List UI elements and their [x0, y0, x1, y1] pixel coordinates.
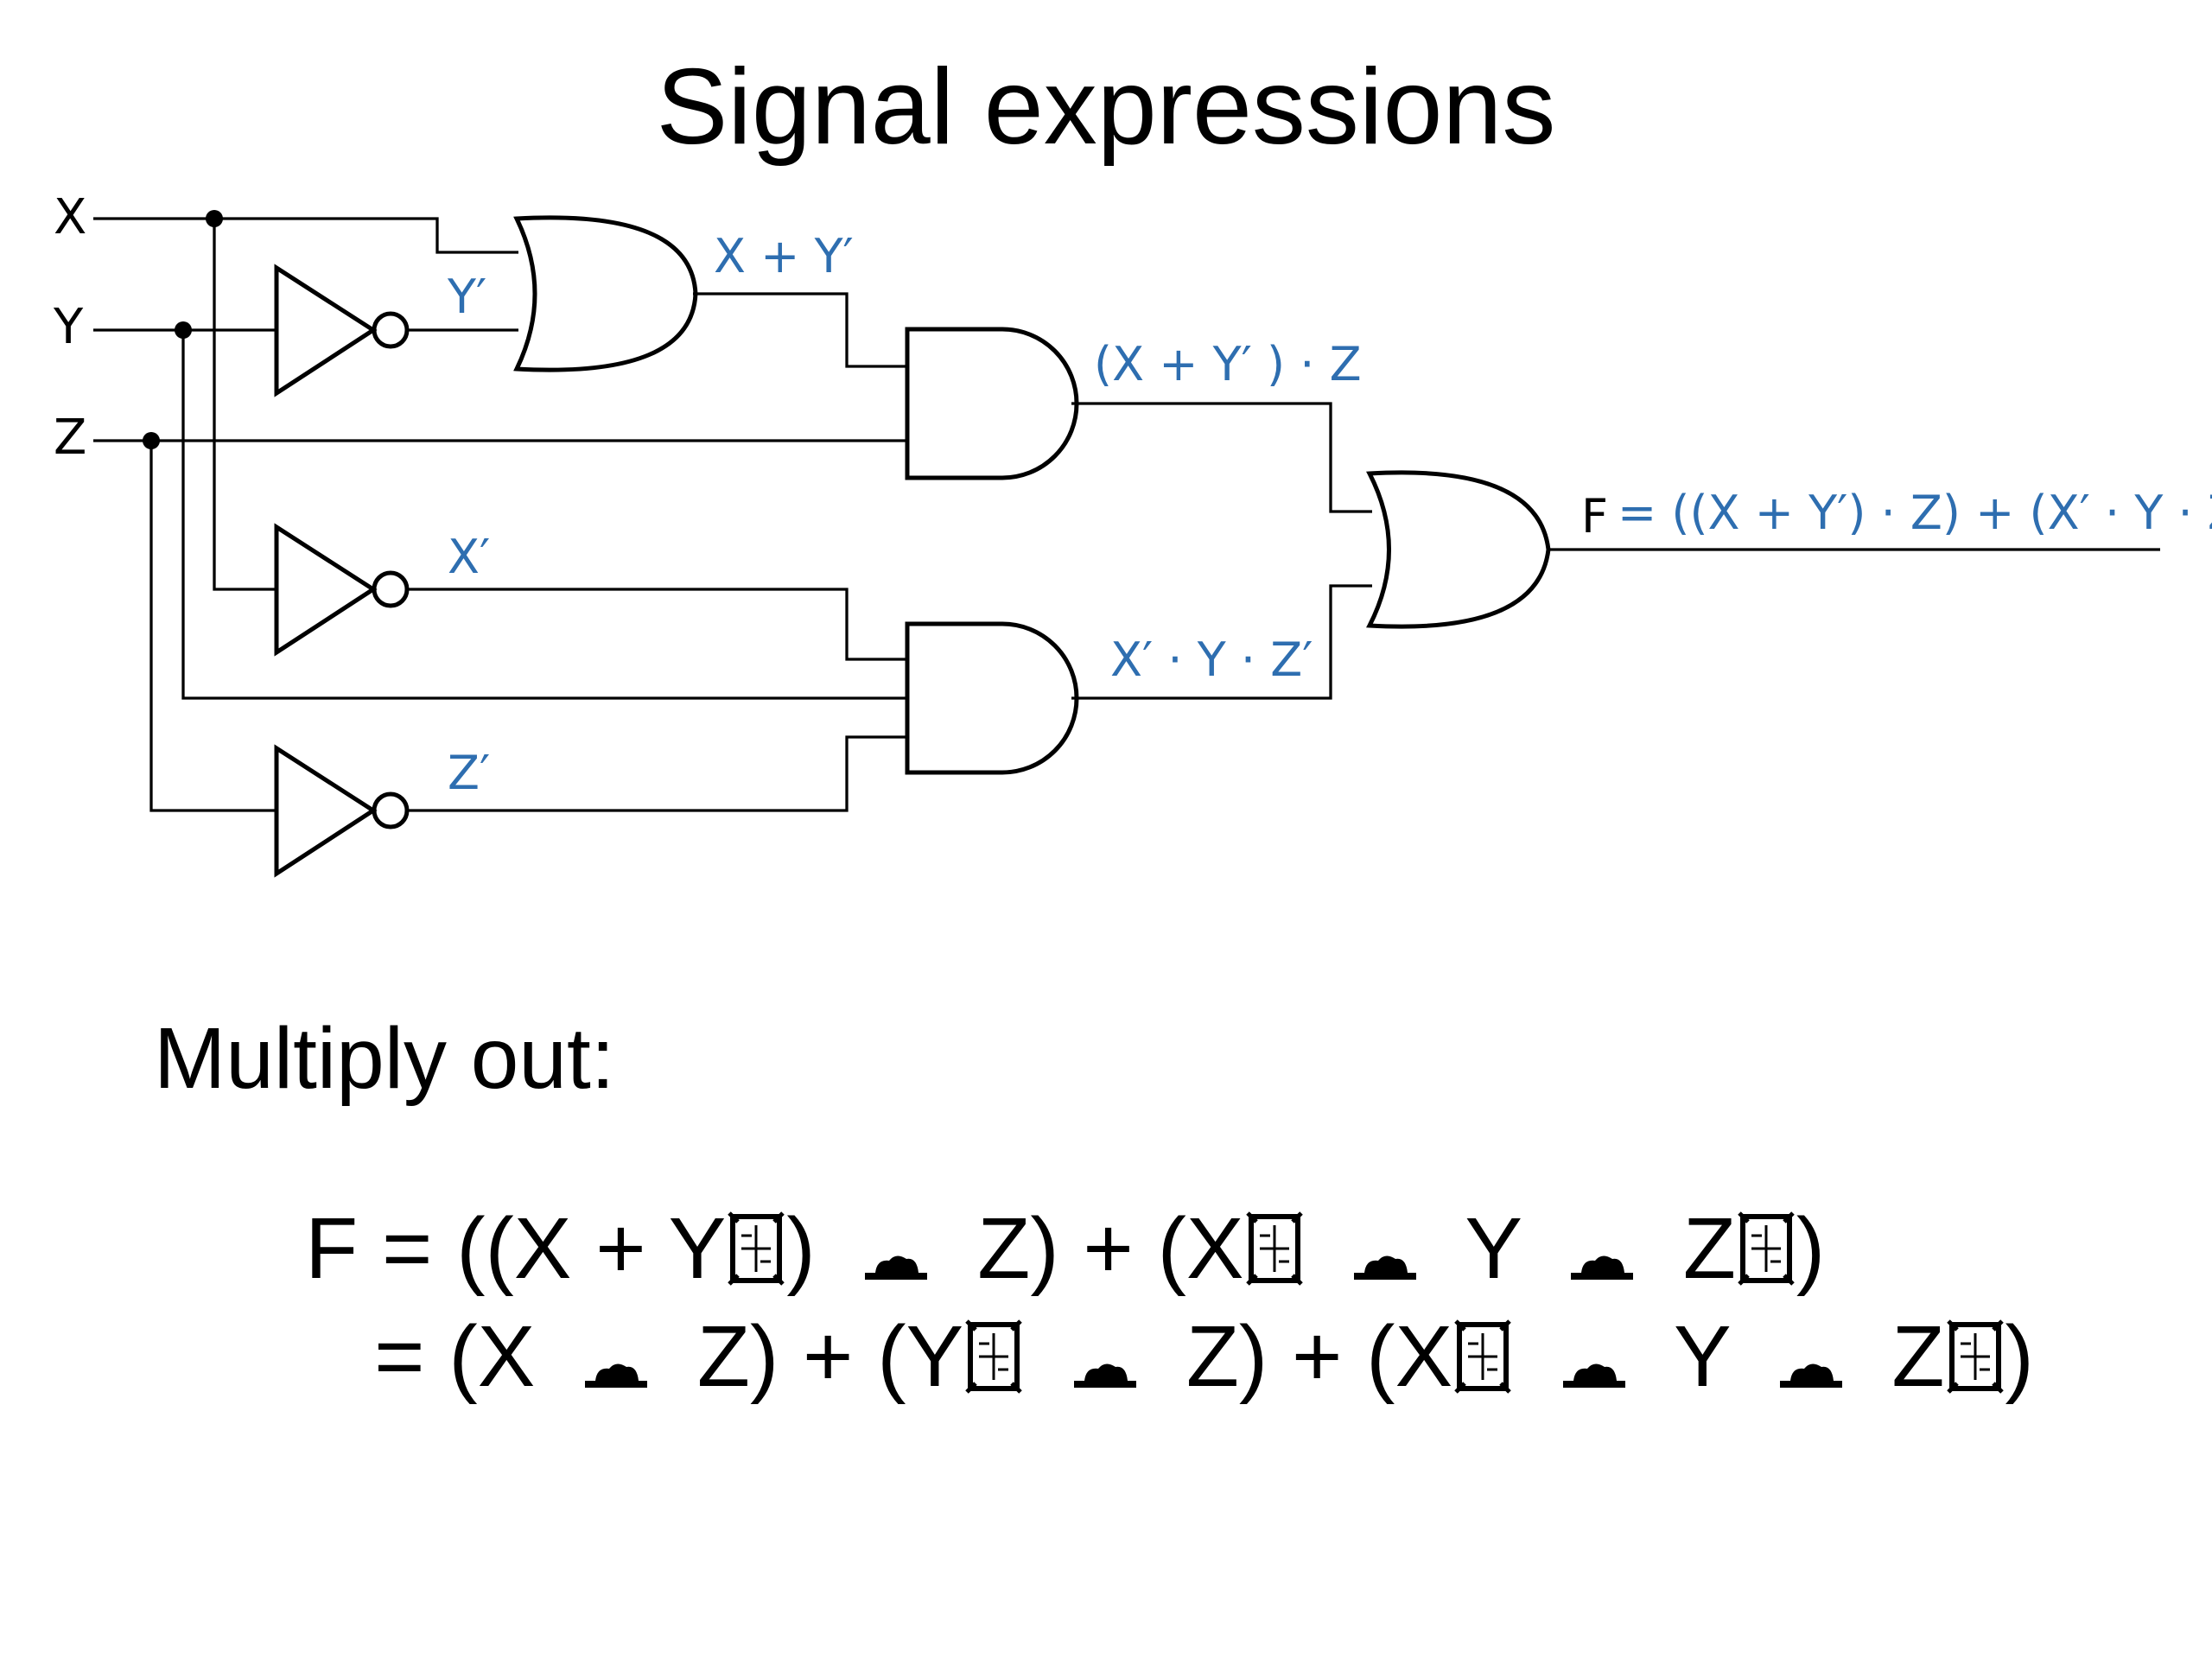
signal-label-x-not: X′	[448, 530, 490, 584]
broken-dot-glyph-icon	[1560, 1320, 1629, 1407]
eq1-part-f: Z	[1659, 1200, 1736, 1297]
junction-dot-x	[206, 210, 223, 227]
eq2-part-f: Y	[1650, 1308, 1754, 1405]
eq1-part-g: )	[1796, 1200, 1826, 1297]
input-label-z: Z	[54, 410, 86, 466]
eq1-part-e: Y	[1442, 1200, 1546, 1297]
or-gate-1	[513, 215, 698, 372]
and-gate-1	[905, 327, 1079, 480]
signal-label-and1: (X + Y′ ) · Z	[1094, 337, 1362, 391]
eq2-part-e	[1513, 1308, 1537, 1405]
junction-dot-y	[175, 321, 192, 339]
broken-dot-glyph-icon	[582, 1320, 651, 1407]
junction-dot-z	[143, 432, 160, 449]
broken-dot-glyph-icon	[1567, 1212, 1637, 1299]
signal-label-y-not: Y′	[447, 270, 486, 324]
broken-prime-glyph-icon	[726, 1210, 786, 1301]
eq2-part-d: Z) + (X	[1162, 1308, 1453, 1405]
broken-dot-glyph-icon	[1777, 1320, 1846, 1407]
equation-line-2: = (X Z) + (Y Z) + (X Y Z)	[278, 1227, 2034, 1496]
broken-dot-glyph-icon	[1351, 1212, 1420, 1299]
eq1-part-a: F = ((X + Y	[305, 1200, 727, 1297]
eq2-part-b: Z) + (Y	[673, 1308, 964, 1405]
output-expression: = ((X + Y′) · Z) + (X′ · Y · Z′)	[1618, 486, 2212, 540]
signal-label-x-or-y-not: X + Y′	[714, 229, 854, 283]
output-label-f: F	[1581, 489, 1608, 543]
or-gate-output	[1366, 470, 1551, 629]
page-title: Signal expressions	[656, 48, 1556, 167]
eq2-part-h: )	[2005, 1308, 2034, 1405]
broken-prime-glyph-icon	[963, 1318, 1024, 1409]
broken-prime-glyph-icon	[1452, 1318, 1513, 1409]
eq2-part-c	[1024, 1308, 1048, 1405]
signal-label-z-not: Z′	[448, 746, 490, 800]
broken-prime-glyph-icon	[1736, 1210, 1796, 1301]
and-gate-2	[905, 621, 1079, 775]
eq1-part-c: Z) + (X	[953, 1200, 1244, 1297]
multiply-out-heading: Multiply out:	[154, 1010, 615, 1107]
signal-label-and2: X′ · Y · Z′	[1110, 632, 1313, 687]
input-label-x: X	[54, 189, 86, 245]
broken-prime-glyph-icon	[1945, 1318, 2005, 1409]
broken-dot-glyph-icon	[1071, 1320, 1140, 1407]
broken-prime-glyph-icon	[1244, 1210, 1305, 1301]
not-gate-z	[274, 744, 410, 878]
eq2-part-a: = (X	[374, 1308, 560, 1405]
eq2-part-g: Z	[1867, 1308, 1945, 1405]
input-label-y: Y	[53, 299, 84, 355]
not-gate-x	[274, 523, 410, 657]
broken-dot-glyph-icon	[861, 1212, 931, 1299]
equation-line-1: F = ((X + Y) Z) + (X Y Z)	[209, 1119, 1825, 1388]
not-gate-y	[274, 264, 410, 397]
eq1-part-b: )	[786, 1200, 840, 1297]
